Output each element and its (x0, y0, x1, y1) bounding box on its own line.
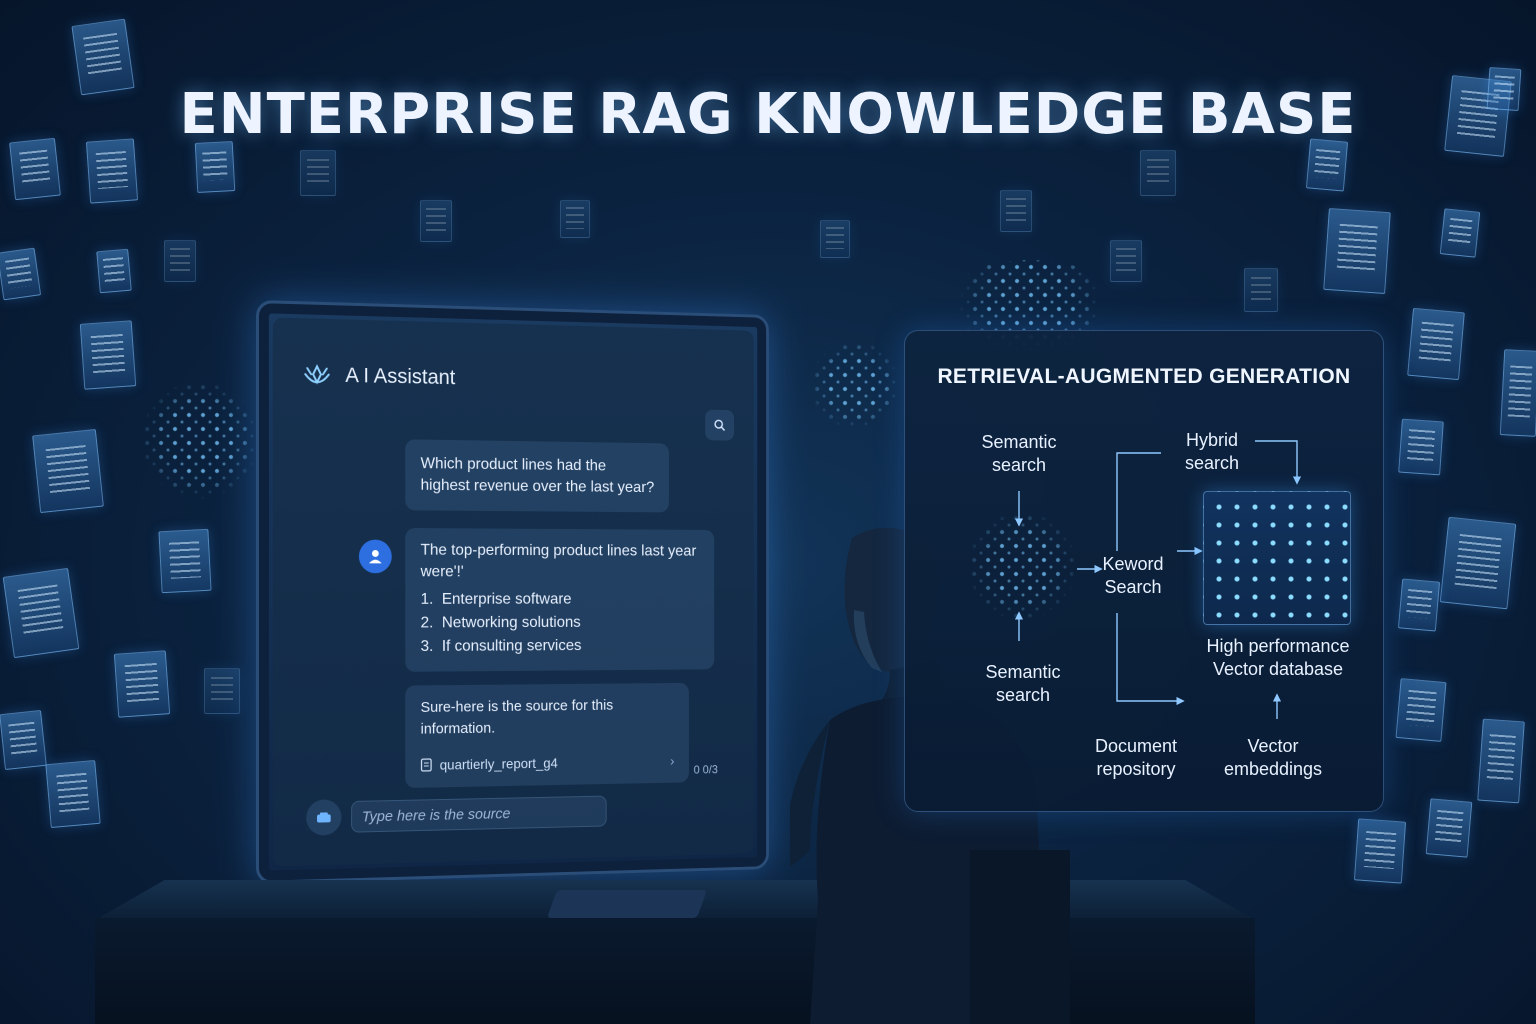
assistant-intro: The top-performing product lines last ye… (420, 541, 697, 581)
document-tile (1499, 349, 1536, 437)
semantic-embedding-cloud (967, 511, 1077, 621)
answer-number: 1. (420, 591, 434, 608)
document-tile (1323, 207, 1391, 295)
document-tile (0, 247, 42, 301)
answer-list: 1. Enterprise software 2. Networking sol… (421, 589, 700, 658)
answer-text: Networking solutions (441, 614, 581, 632)
answer-item: 3. If consulting services (421, 635, 700, 658)
search-icon (713, 418, 726, 432)
attach-button[interactable] (306, 799, 342, 836)
document-tile (45, 759, 101, 829)
assistant-avatar (358, 539, 392, 574)
document-tile (113, 650, 171, 718)
user-icon (369, 549, 382, 564)
source-text: Sure-here is the source for this informa… (420, 697, 614, 738)
chat-input[interactable]: Type here is the source (351, 795, 607, 833)
document-tile (0, 709, 47, 771)
source-file-name: quartierly_report_g4 (439, 754, 558, 773)
document-tile (1140, 150, 1176, 196)
message-counter: 0 0/3 (693, 762, 718, 777)
document-repository-label: Document repository (1094, 736, 1178, 779)
document-tile (1425, 798, 1473, 858)
document-tile (1398, 418, 1444, 476)
semantic-search-top-label: Semantic search (981, 432, 1057, 475)
keyword-search-label: Keword Search (1102, 554, 1164, 597)
rag-panel: RETRIEVAL-AUGMENTED GENERATION Semantic … (904, 330, 1384, 812)
source-file-link[interactable]: quartierly_report_g4 › (421, 750, 675, 776)
page-title: ENTERPRISE RAG KNOWLEDGE BASE (179, 82, 1357, 147)
document-tile (1439, 208, 1481, 258)
document-tile (420, 200, 452, 242)
search-button[interactable] (705, 409, 734, 441)
document-tile (194, 141, 236, 193)
desk-front (95, 918, 1255, 1024)
assistant-message: The top-performing product lines last ye… (405, 527, 715, 672)
user-message: Which product lines had the highest reve… (405, 439, 669, 513)
app-title: A I Assistant (345, 364, 456, 390)
monitor: A I Assistant Which product lines had th… (256, 300, 769, 884)
answer-text: Enterprise software (441, 591, 572, 608)
answer-item: 2. Networking solutions (421, 612, 700, 634)
vector-database-grid (1203, 491, 1351, 625)
document-tile (1397, 578, 1441, 632)
chat-header: A I Assistant (302, 362, 455, 391)
answer-number: 2. (420, 614, 434, 632)
document-tile (1395, 678, 1447, 742)
assistant-logo-icon (302, 362, 331, 388)
document-tile (96, 248, 132, 294)
attach-icon (317, 812, 331, 823)
document-tile (158, 528, 212, 594)
answer-number: 3. (420, 638, 434, 655)
document-tile (1110, 240, 1142, 282)
document-tile (9, 137, 61, 201)
rag-title: RETRIEVAL-AUGMENTED GENERATION (937, 365, 1351, 388)
answer-item: 1. Enterprise software (421, 589, 700, 611)
document-tile (1407, 307, 1465, 381)
document-tile (300, 150, 336, 196)
hybrid-search-label: Hybrid search (1184, 430, 1240, 473)
document-tile (1000, 190, 1032, 232)
document-tile (1439, 516, 1517, 610)
document-tile (1477, 718, 1525, 804)
vector-embeddings-label: Vector embeddings (1223, 736, 1323, 779)
document-tile (164, 240, 196, 282)
document-tile (820, 220, 850, 258)
semantic-search-bottom-label: Semantic search (985, 662, 1061, 705)
vector-database-label: High performance Vector database (1206, 636, 1350, 679)
document-tile (560, 200, 590, 238)
document-tile (85, 138, 139, 204)
answer-text: If consulting services (441, 637, 582, 655)
document-tile (2, 567, 80, 659)
document-tile (1353, 818, 1407, 884)
particle-cluster (140, 380, 260, 500)
document-tile (32, 428, 104, 514)
chevron-right-icon: › (670, 752, 675, 769)
document-tile (79, 320, 137, 390)
document-icon (421, 758, 432, 772)
document-tile (204, 668, 240, 714)
particle-cluster (810, 340, 900, 430)
keyboard (546, 890, 708, 918)
source-message: Sure-here is the source for this informa… (405, 682, 689, 789)
chat-screen: A I Assistant Which product lines had th… (272, 317, 754, 867)
document-tile (1244, 268, 1278, 312)
